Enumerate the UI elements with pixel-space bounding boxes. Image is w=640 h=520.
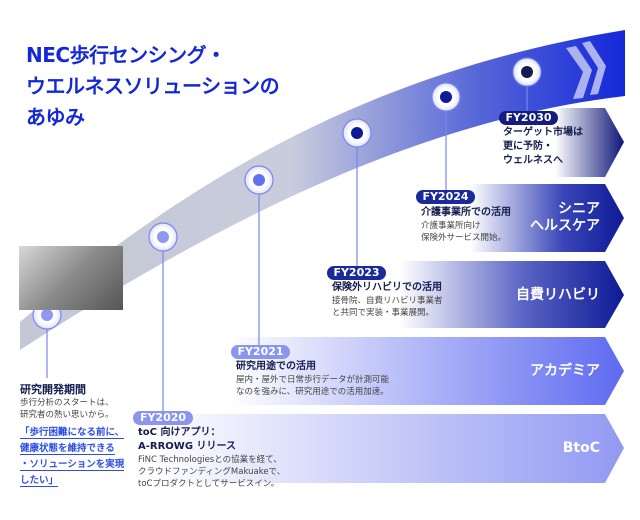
chevron-icon: [582, 41, 606, 95]
page-title: NEC歩行センシング・ ウエルネスソリューションの あゆみ: [26, 43, 280, 129]
band-academia: [230, 337, 624, 405]
growth-curve: [20, 30, 625, 350]
band-btoc: [150, 414, 624, 483]
year-badge: FY2024: [416, 190, 475, 204]
year-badge: FY2021: [231, 345, 290, 359]
year-badge: FY2020: [133, 411, 193, 425]
milestone-fy2023: 保険外リハビリでの活用 接骨院、自費リハビリ事業者 と共同で実装・事業展開。: [332, 282, 443, 318]
band-fy2030: [555, 108, 624, 177]
milestone-fy2030: ターゲット市場は 更に予防・ ウェルネスへ: [503, 127, 583, 166]
band-label-rehab: 自費リハビリ: [516, 287, 600, 303]
band-label-academia: アカデミア: [530, 363, 600, 379]
year-badge: FY2030: [499, 111, 558, 125]
research-quote-link[interactable]: 「歩行困難になる前に、 健康状態を維持できる ・ソリューションを実現 したい」: [20, 427, 125, 487]
research-team-photo: [19, 246, 123, 310]
band-rehab: [400, 261, 624, 328]
milestone-fy2024: 介護事業所での活用 介護事業所向け 保険外サービス開始。: [421, 207, 511, 243]
band-label-btoc: BtoC: [562, 440, 600, 456]
milestone-fy2020: toC 向けアプリ： A-RROWG リリース FiNC Technologie…: [138, 427, 286, 489]
band-label-senior: シニア ヘルスケア: [530, 201, 600, 234]
milestone-fy2021: 研究用途での活用 屋内・屋外で日常歩行データが計測可能 なのを強みに、研究用途で…: [236, 361, 390, 397]
year-badge: FY2023: [327, 266, 386, 280]
research-section: 研究開発期間 歩行分析のスタートは、 研究者の熱い思いから。 「歩行困難になる前…: [20, 383, 125, 489]
chevron-icon: [566, 46, 592, 99]
band-senior: [470, 184, 624, 252]
